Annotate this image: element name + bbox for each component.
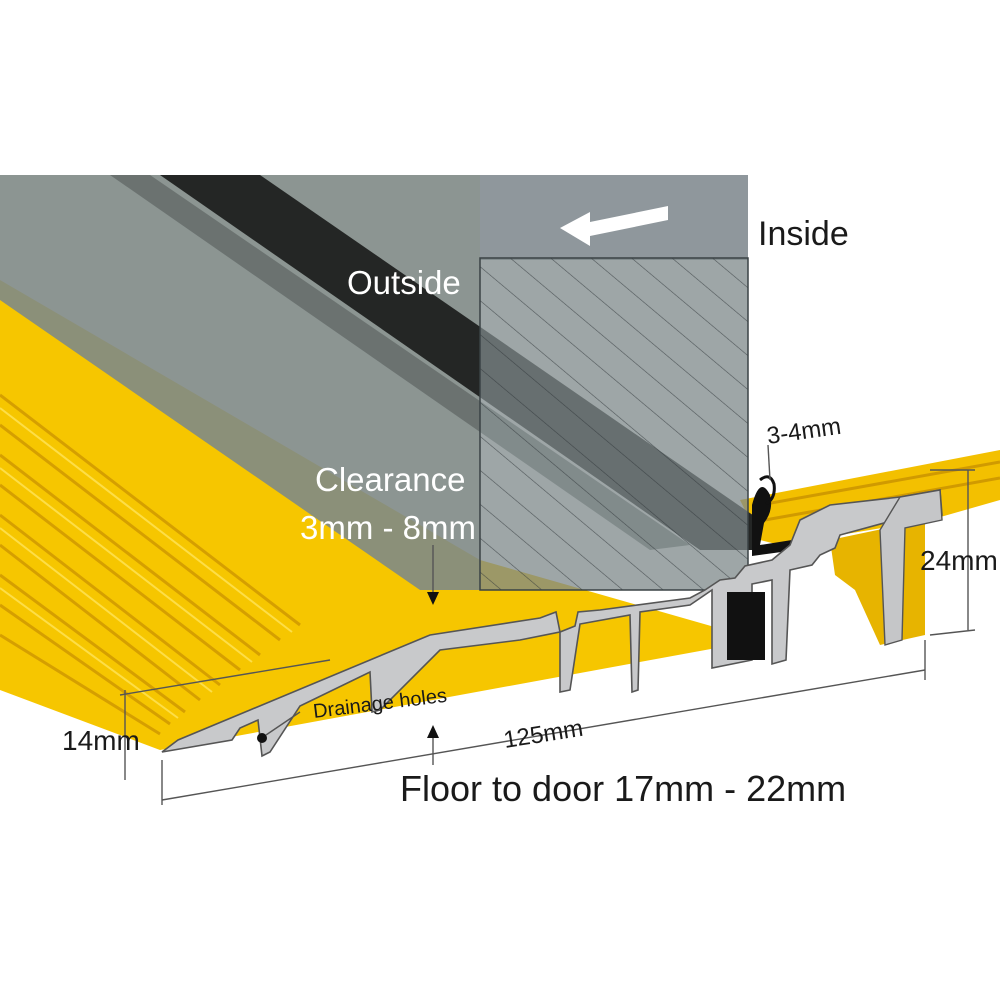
label-clearance: Clearance [315,461,465,498]
door-section-hatch-lines [480,258,748,590]
profile-cross-section [161,489,943,758]
label-width: 125mm [502,715,585,754]
door-seal [752,475,798,556]
door-leaf [0,175,760,591]
drainage-hole [257,733,267,743]
label-height-left: 14mm [62,725,140,756]
label-inside: Inside [758,215,849,253]
label-gap: 3-4mm [765,413,843,450]
threshold-inside-section [740,450,1000,545]
aluminium-profile [161,489,943,758]
label-floor-to-door: Floor to door 17mm - 22mm [400,768,846,809]
label-outside: Outside [347,264,461,301]
profile-seal-chamber [727,592,765,660]
threshold-right-downstand [830,520,925,645]
label-clearance-range: 3mm - 8mm [300,509,476,546]
left-arrow-icon [560,206,668,246]
threshold-ribs [0,393,301,736]
label-height-right: 24mm [920,545,998,576]
dimension-lines [119,444,976,805]
